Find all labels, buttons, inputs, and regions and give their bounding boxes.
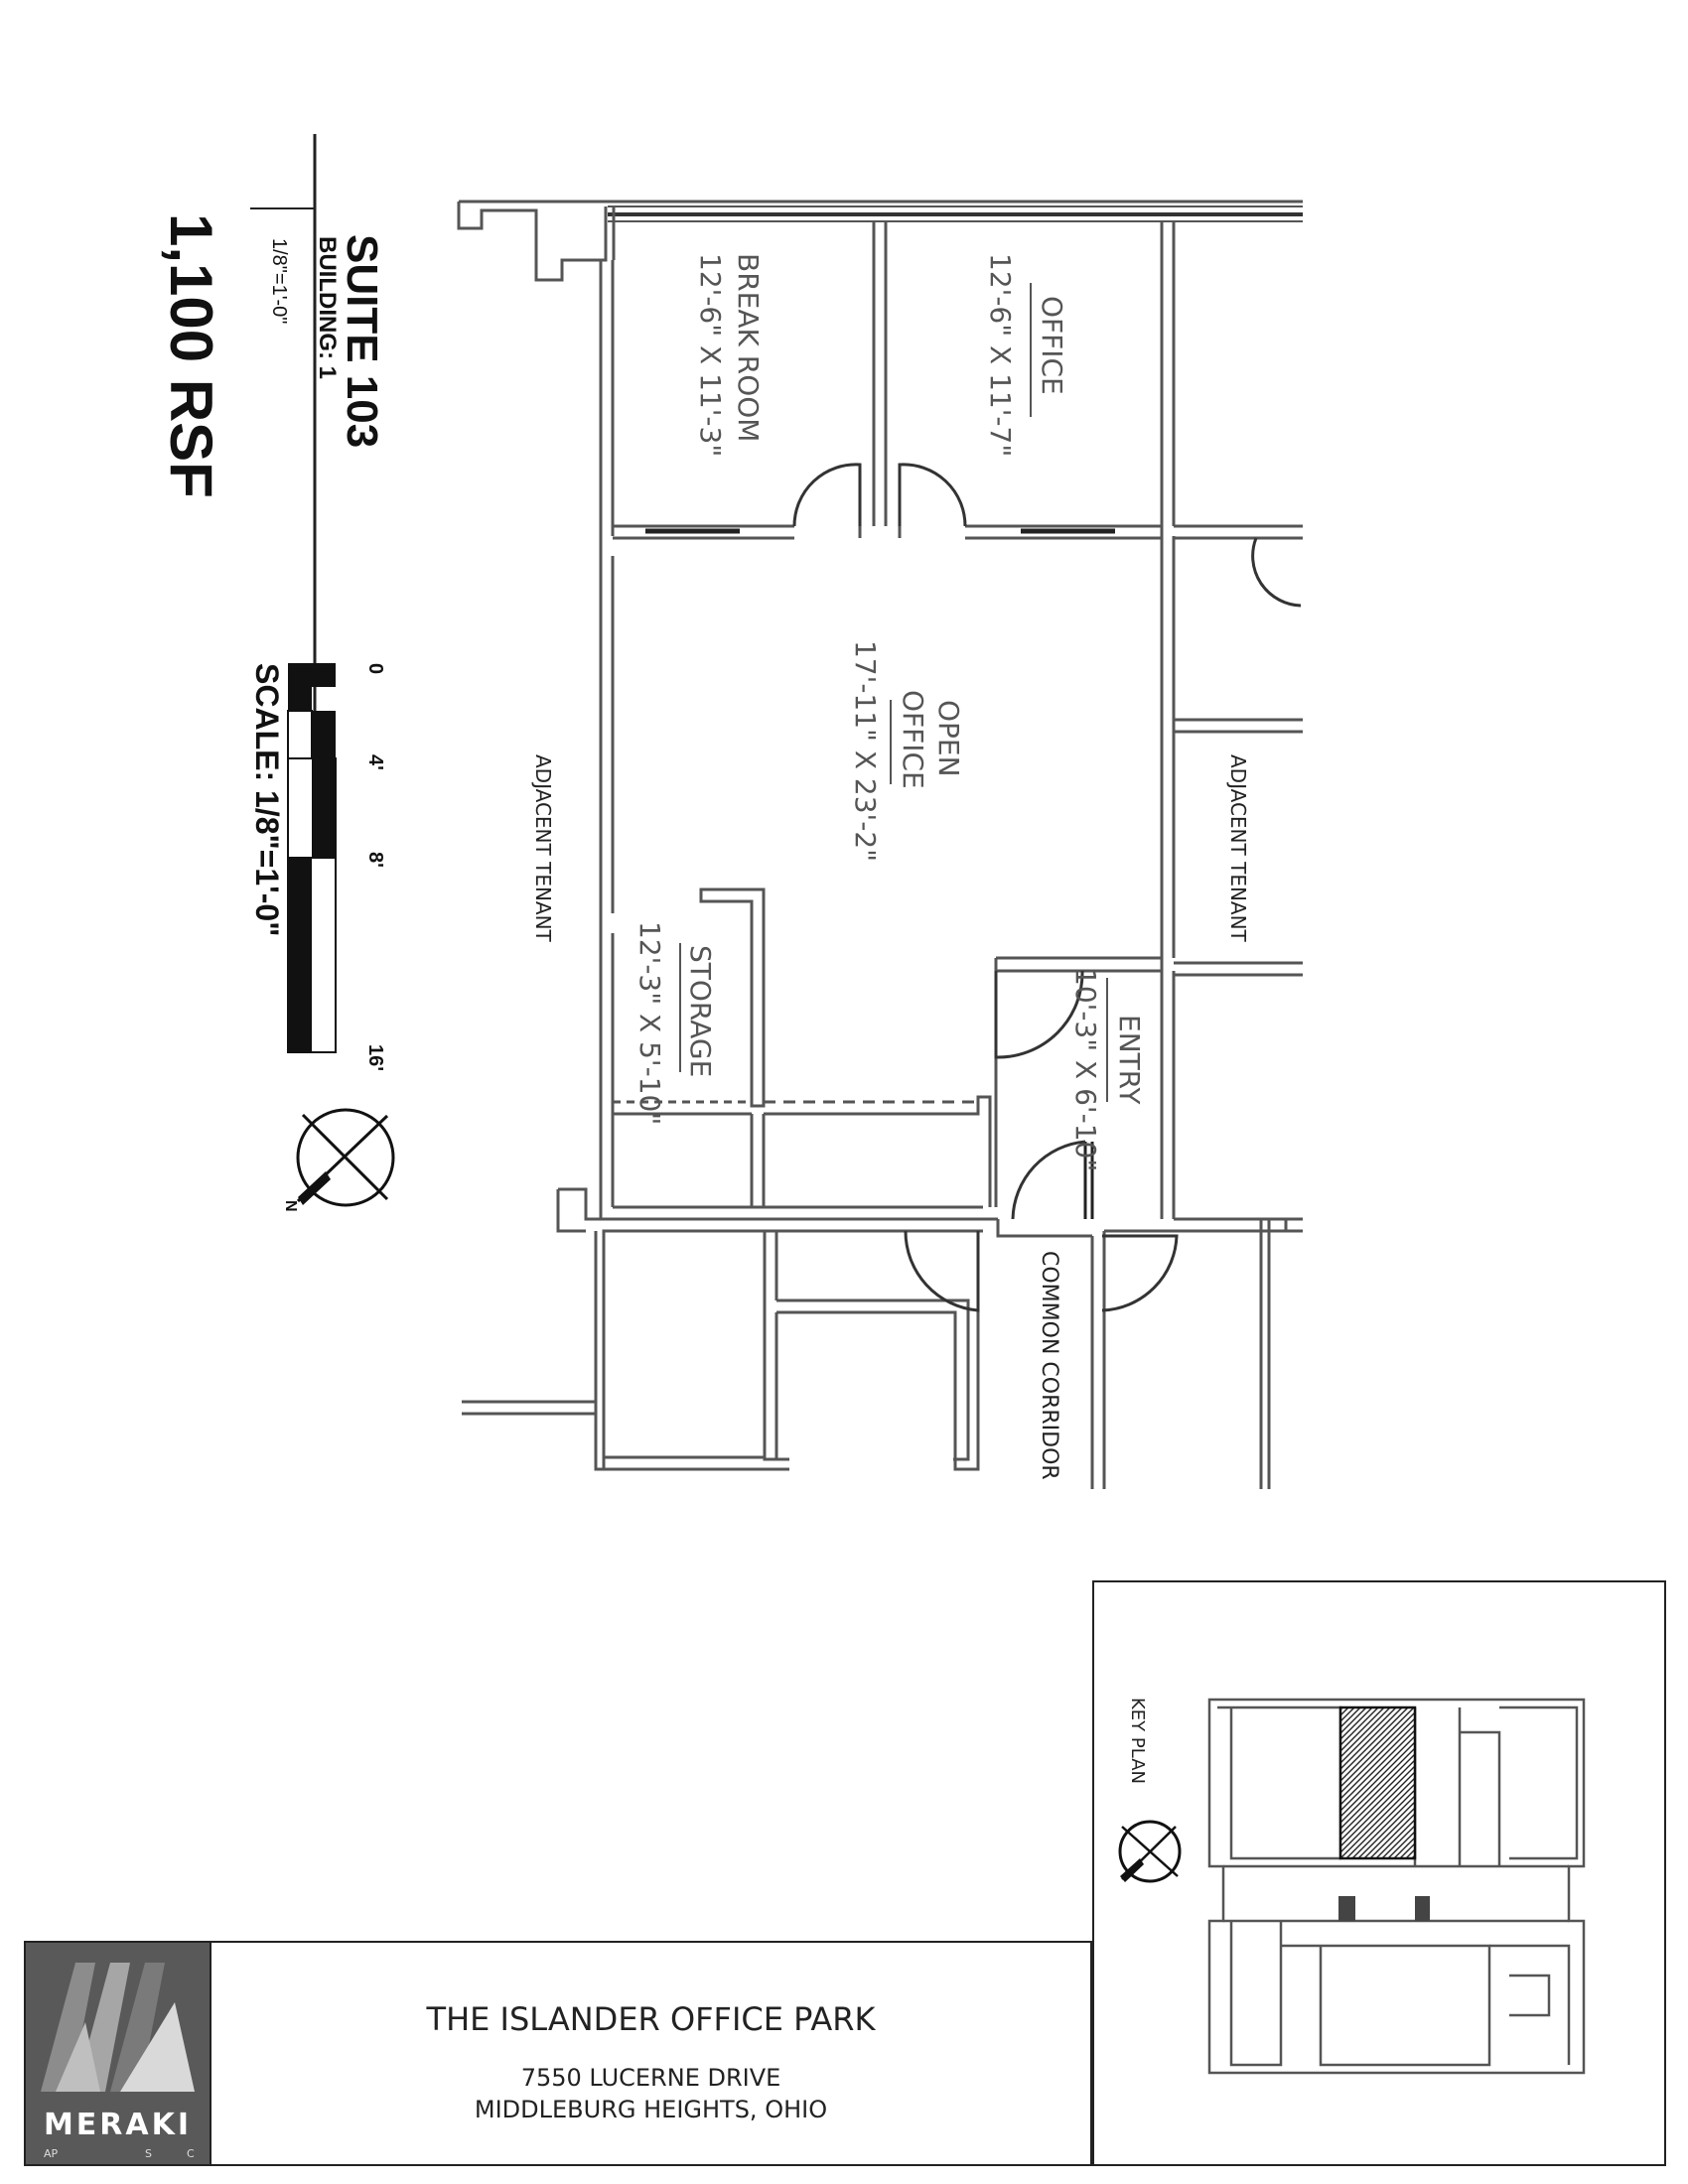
room-labels: BREAK ROOM 12'-6" X 11'-3" OFFICE 12'-6"… (531, 253, 1250, 1480)
door-swings (792, 463, 1302, 1312)
scale-tick-8: 8' (364, 852, 386, 868)
break-room-name: BREAK ROOM (732, 253, 765, 442)
scale-tick-0: 0 (364, 663, 386, 674)
scale-bar: 0 4' 8' 16' SCALE: 1/8"=1'-0" (249, 663, 386, 1071)
office-dims: 12'-6" X 11'-7" (984, 253, 1017, 457)
scale-tick-4: 4' (364, 754, 386, 770)
scale-label: SCALE: 1/8"=1'-0" (249, 663, 285, 936)
address-line-1: 7550 LUCERNE DRIVE (520, 2064, 781, 2092)
adjacent-tenant-left: ADJACENT TENANT (531, 754, 555, 943)
scale-tick-16: 16' (364, 1044, 386, 1071)
property-name: THE ISLANDER OFFICE PARK (426, 2000, 876, 2038)
suite-label: SUITE 103 (338, 234, 386, 448)
logo-initial-1: AP (44, 2147, 59, 2160)
key-plan-compass-icon (1118, 1820, 1182, 1883)
logo-initial-2: S (145, 2147, 152, 2160)
key-plan-frame (1092, 1580, 1666, 2166)
meraki-logo: MERAKI AP S C (26, 1943, 211, 2164)
entry-dims: 10'-3" X 6'-10" (1069, 968, 1102, 1171)
open-office-name-1: OPEN (932, 700, 965, 777)
area-label: 1,100 RSF (158, 213, 224, 498)
storage-dims: 12'-3" X 5'-10" (633, 921, 666, 1125)
small-scale-label: 1/8"=1'-0" (268, 238, 290, 324)
title-block: MERAKI AP S C THE ISLANDER OFFICE PARK 7… (24, 1941, 1092, 2166)
north-arrow-icon: N (282, 1108, 395, 1212)
break-room-dims: 12'-6" X 11'-3" (694, 253, 727, 457)
adjacent-tenant-right: ADJACENT TENANT (1226, 754, 1250, 943)
floor-plan-walls (457, 200, 1303, 1489)
open-office-name-2: OFFICE (897, 690, 929, 789)
building-label: BUILDING: 1 (314, 236, 341, 379)
logo-initial-3: C (187, 2147, 195, 2160)
address-line-2: MIDDLEBURG HEIGHTS, OHIO (474, 2096, 828, 2123)
logo-mountains-icon (41, 1963, 195, 2092)
open-office-dims: 17'-11" X 23'-2" (849, 640, 882, 862)
header-block: 1,100 RSF SUITE 103 BUILDING: 1 1/8"=1'-… (158, 134, 386, 1052)
storage-name: STORAGE (684, 945, 717, 1077)
svg-text:N: N (282, 1200, 299, 1212)
entry-name: ENTRY (1113, 1015, 1146, 1105)
key-plan-label-overlay: KEY PLAN (1127, 1698, 1148, 1784)
common-corridor-label: COMMON CORRIDOR (1037, 1251, 1061, 1480)
logo-text: MERAKI (43, 2108, 193, 2142)
office-name: OFFICE (1036, 296, 1068, 395)
